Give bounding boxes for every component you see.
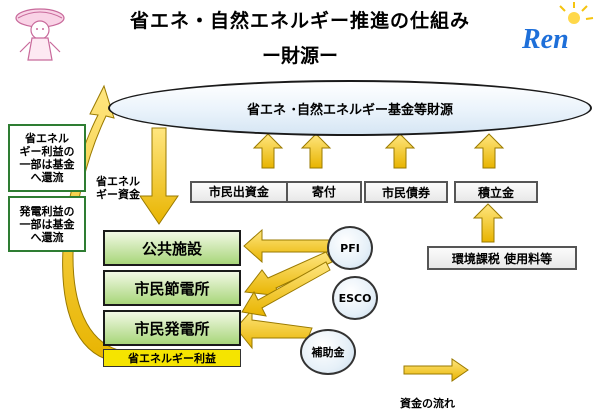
source-reserve-fund: 積立金	[454, 181, 538, 203]
energy-saving-return-box: 省エネル ギー利益の 一部は基金 へ還流	[8, 124, 86, 192]
hojo-arrow	[235, 308, 313, 350]
up-arrow-1	[252, 133, 284, 169]
source-donation: 寄付	[311, 185, 336, 199]
page-title: 省エネ・自然エネルギー推進の仕組み	[129, 10, 470, 32]
legend-arrow	[403, 358, 469, 382]
fund-ellipse: 省エネ ･自然エネルギー基金等財源	[108, 80, 592, 136]
facility-public: 公共施設	[103, 230, 241, 266]
fund-to-facility-arrow	[139, 127, 179, 225]
source-citizen-investment: 市民出資金	[192, 183, 288, 201]
pfi-arrow	[243, 228, 331, 264]
subsidy-circle: 補助金	[300, 329, 356, 375]
fund-label: 省エネ ･自然エネルギー基金等財源	[246, 102, 454, 118]
up-arrow-tax	[472, 203, 504, 243]
facility-citizen-power: 市民発電所	[103, 310, 241, 346]
up-arrow-3	[384, 133, 416, 169]
up-arrow-2	[300, 133, 332, 169]
esco-long-arrow	[241, 261, 331, 317]
facility-citizen-saving: 市民節電所	[103, 270, 241, 306]
pfi-circle: PFI	[327, 226, 373, 270]
page-subtitle: ー財源ー	[261, 45, 338, 67]
up-arrow-4	[473, 133, 505, 169]
legend-label: 資金の流れ	[400, 397, 455, 410]
source-group-left: 市民出資金 寄付	[190, 181, 362, 203]
environmental-tax-box: 環境課税 使用料等	[427, 246, 577, 270]
character-illustration-icon	[15, 8, 65, 61]
power-gen-return-box: 発電利益の 一部は基金 へ還流	[8, 196, 86, 252]
svg-text:Ren: Ren	[521, 24, 569, 55]
esco-circle: ESCO	[332, 276, 378, 320]
source-citizen-bond: 市民債券	[364, 181, 448, 203]
energy-fund-label: 省エネル ギー資金	[96, 175, 140, 201]
ren-logo: Ren	[521, 2, 594, 55]
energy-saving-profit-bar: 省エネルギー利益	[103, 349, 241, 367]
